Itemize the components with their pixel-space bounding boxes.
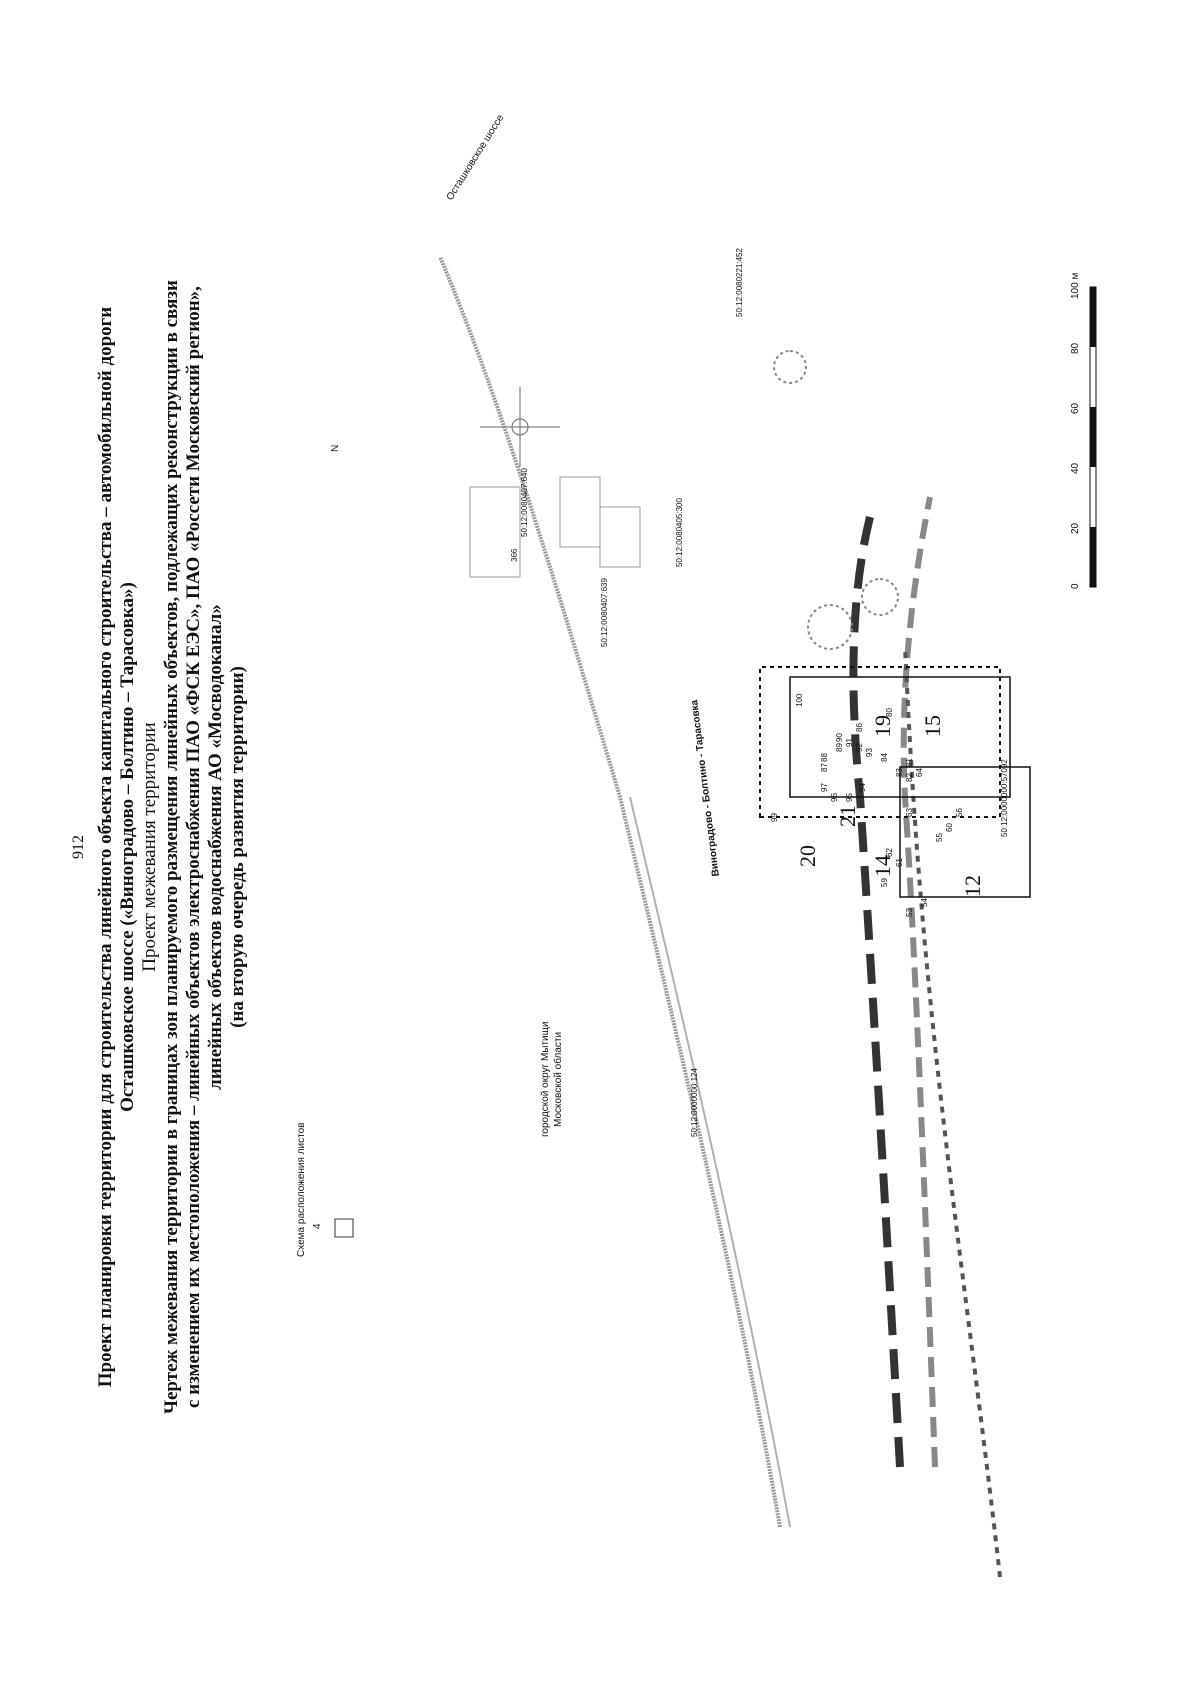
point-93: 93 [865,748,874,757]
point-88: 88 [820,753,829,762]
point-60: 60 [945,823,954,832]
point-91: 91 [845,738,854,747]
cadastral-640: 50:12:0080407:640 [520,468,529,537]
compass-rose [480,387,560,467]
zone-15: 15 [920,715,945,737]
point-64: 64 [915,768,924,777]
zone-20: 20 [795,845,820,867]
point-95: 95 [845,793,854,802]
parcel-outline-366 [469,486,521,578]
vegetation-1 [807,604,853,650]
point-90: 90 [835,733,844,742]
scale-tick-40: 40 [1070,462,1081,474]
point-53: 53 [905,908,914,917]
ostashkovskoe-road [438,256,782,1528]
layout-scheme-num-4: 4 [312,1223,323,1229]
cadastral-639: 50:12:0080407:639 [600,578,609,647]
point-84: 84 [880,753,889,762]
scale-tick-0: 0 [1070,583,1081,589]
scale-bar [1089,286,1097,588]
region-label: Московской области [553,1031,564,1127]
scale-tick-60: 60 [1070,402,1081,414]
point-80: 80 [885,708,894,717]
point-62: 62 [885,848,894,857]
point-83: 83 [895,768,904,777]
cadastral-366: 366 [510,548,519,562]
zone-14: 14 [870,855,895,877]
point-55: 55 [935,833,944,842]
point-89: 89 [835,743,844,752]
zone-21: 21 [835,805,860,827]
point-96: 96 [830,793,839,802]
power-line-3 [903,646,1002,1578]
scale-tick-80: 80 [1070,342,1081,354]
main-road [629,796,791,1528]
cadastral-124: 50:12:0000000:124 [690,1068,699,1137]
point-87: 87 [820,763,829,772]
vegetation-2 [861,578,899,616]
zone-19: 19 [870,715,895,737]
zone-outline-14 [899,766,1031,898]
point-86: 86 [855,723,864,732]
point-59: 59 [880,878,889,887]
power-line-2 [900,496,938,1468]
point-82: 82 [905,773,914,782]
cadastral-57092: 50:12:0000000:57092 [1000,759,1009,837]
point-81: 81 [905,758,914,767]
cadastral-300: 50:12:0080405:300 [675,498,684,567]
layout-scheme-square [334,1218,354,1238]
zone-outline-20 [759,666,1001,818]
parcel-outline-300 [599,506,641,568]
layout-scheme-label: Схема расположения листов [296,1122,307,1257]
point-92: 92 [855,743,864,752]
zone-12: 12 [960,875,985,897]
point-63: 63 [905,808,914,817]
point-56: 56 [955,808,964,817]
point-99: 99 [770,813,779,822]
scale-tick-20: 20 [1070,522,1081,534]
power-line-1 [849,516,904,1468]
north-label: N [330,444,341,452]
parcel-outline-640 [559,476,601,548]
point-54: 54 [920,898,929,907]
point-97: 97 [820,783,829,792]
point-61: 61 [895,858,904,867]
cadastral-452: 50:12:0080221:452 [735,248,744,317]
vegetation-3 [773,350,807,384]
district-label: городской округ Мытищи [540,1021,551,1137]
point-94: 94 [858,783,867,792]
point-100: 100 [795,693,804,707]
scale-tick-100: 100 м [1070,272,1081,299]
